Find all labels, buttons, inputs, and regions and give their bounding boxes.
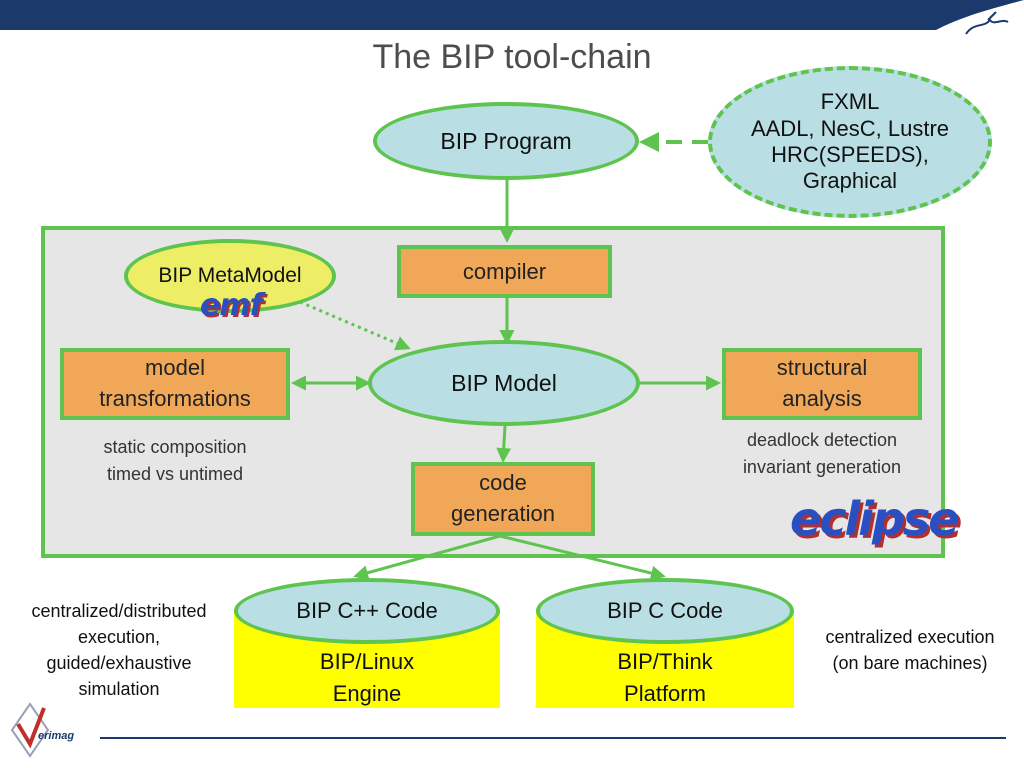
think-platform-line-2: Platform xyxy=(624,680,706,706)
bip-metamodel-node: BIP MetaModel xyxy=(124,239,336,313)
external-formats-node: FXML AADL, NesC, Lustre HRC(SPEEDS), Gra… xyxy=(708,66,992,218)
transformations-note: static composition timed vs untimed xyxy=(60,434,290,488)
model-transformations-box: model transformations xyxy=(60,348,290,420)
structural-analysis-line-2: analysis xyxy=(782,386,862,411)
model-transformations-line-1: model xyxy=(145,355,205,381)
bip-program-node: BIP Program xyxy=(373,102,639,180)
bip-metamodel-label: BIP MetaModel xyxy=(158,264,302,287)
eclipse-logo: eclipse xyxy=(790,492,960,546)
linux-engine-label: BIP/Linux Engine xyxy=(234,646,500,710)
compiler-label: compiler xyxy=(462,259,547,284)
bip-cpp-code-label: BIP C++ Code xyxy=(296,598,438,623)
c-execution-note: centralized execution (on bare machines) xyxy=(800,624,1020,676)
analysis-note: deadlock detection invariant generation xyxy=(712,427,932,481)
model-to-codegen-arrow xyxy=(496,425,512,463)
think-platform-label: BIP/Think Platform xyxy=(536,646,794,710)
cpp-execution-line-2: execution, xyxy=(77,627,161,648)
emf-logo: emf xyxy=(200,288,263,323)
emf-logo-text: emf xyxy=(200,288,263,323)
cpp-execution-line-4: simulation xyxy=(78,679,160,700)
linux-engine-line-2: Engine xyxy=(332,680,402,706)
bird-logo-icon xyxy=(914,0,1024,44)
bip-model-label: BIP Model xyxy=(451,369,557,396)
verimag-logo-icon xyxy=(10,702,50,758)
page-title: The BIP tool-chain xyxy=(372,38,652,76)
format-graphical: Graphical xyxy=(802,168,898,194)
code-generation-line-1: code xyxy=(479,470,527,496)
transformations-note-line-2: timed vs untimed xyxy=(106,464,244,484)
code-generation-box: code generation xyxy=(411,462,595,536)
format-fxml: FXML xyxy=(820,89,880,115)
eclipse-logo-text: eclipse xyxy=(790,492,960,546)
model-transformations-line-2: transformations xyxy=(99,386,251,411)
bip-cpp-code-node: BIP C++ Code xyxy=(234,578,500,644)
top-banner xyxy=(0,0,1024,30)
bip-model-node: BIP Model xyxy=(368,340,640,426)
bip-c-code-node: BIP C Code xyxy=(536,578,794,644)
c-execution-line-1: centralized execution xyxy=(825,627,995,647)
c-execution-line-2: (on bare machines) xyxy=(832,653,988,674)
format-aadl-nesc-lustre: AADL, NesC, Lustre xyxy=(750,115,950,141)
compiler-box: compiler xyxy=(397,245,612,298)
cpp-execution-line-3: guided/exhaustive xyxy=(46,653,192,674)
metamodel-to-model-arrow xyxy=(299,300,411,351)
format-hrc-speeds: HRC(SPEEDS), xyxy=(771,142,929,167)
cpp-execution-note: centralized/distributed execution, guide… xyxy=(4,598,234,702)
codegen-to-c-arrow xyxy=(499,534,666,581)
transformations-note-line-1: static composition xyxy=(103,437,247,457)
analysis-note-line-1: deadlock detection xyxy=(746,430,898,450)
codegen-to-cpp-arrow xyxy=(353,534,501,581)
verimag-logo-text: erimag xyxy=(38,730,75,742)
think-platform-line-1: BIP/Think xyxy=(617,649,713,674)
analysis-note-line-2: invariant generation xyxy=(742,457,902,477)
bip-c-code-label: BIP C Code xyxy=(607,598,723,623)
cpp-execution-line-1: centralized/distributed xyxy=(31,601,207,621)
structural-analysis-line-1: structural xyxy=(776,355,868,381)
footer-rule xyxy=(100,737,1006,739)
linux-engine-line-1: BIP/Linux xyxy=(319,649,415,674)
bip-program-label: BIP Program xyxy=(440,127,572,154)
code-generation-line-2: generation xyxy=(451,501,555,526)
structural-analysis-box: structural analysis xyxy=(722,348,922,420)
